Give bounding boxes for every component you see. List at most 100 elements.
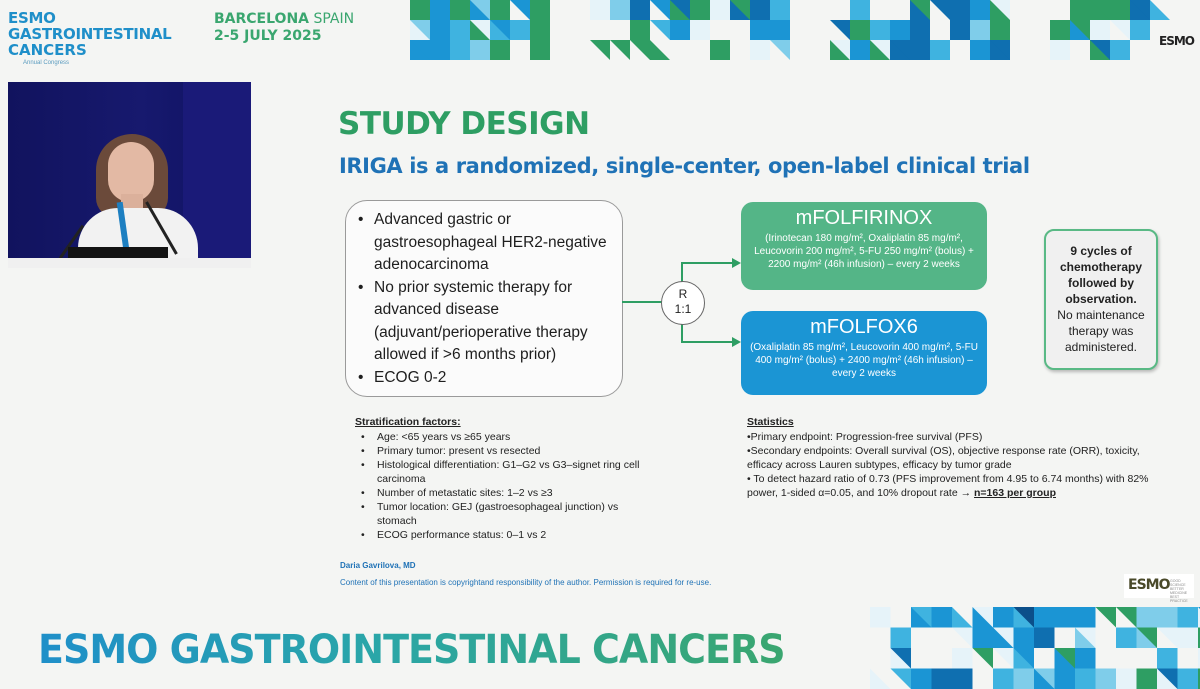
mosaic-tile — [450, 0, 470, 20]
footer-title-text: ESMO GASTROINTESTINAL CANCERS — [38, 626, 786, 673]
mosaic-tile — [730, 40, 750, 60]
mosaic-tile — [1054, 607, 1075, 628]
slide-title: STUDY DESIGN — [338, 106, 590, 142]
mosaic-triangle — [1034, 668, 1055, 689]
mosaic-tile — [1050, 0, 1070, 20]
mosaic-triangle — [650, 40, 670, 60]
mosaic-tile — [890, 627, 911, 648]
mosaic-triangle — [1013, 607, 1034, 628]
mosaic-tile — [750, 40, 770, 60]
mosaic-tile — [1075, 607, 1096, 628]
mosaic-triangle — [610, 40, 630, 60]
mosaic-triangle — [993, 648, 1014, 669]
statistics-heading: Statistics — [747, 416, 794, 428]
mosaic-triangle — [650, 0, 670, 20]
mosaic-tile — [850, 0, 870, 20]
stratification-item: Number of metastatic sites: 1–2 vs ≥3 — [361, 486, 655, 500]
mosaic-tile — [450, 40, 470, 60]
mosaic-triangle — [630, 40, 650, 60]
esmo-logo-text: ESMO — [1128, 577, 1170, 593]
arm2-regimen: (Oxaliplatin 85 mg/m², Leucovorin 400 mg… — [750, 342, 978, 379]
criteria-item: ECOG 0-2 — [358, 367, 622, 390]
mosaic-tile — [972, 627, 993, 648]
sample-size: n=163 per group — [974, 487, 1056, 499]
mosaic-triangle — [972, 648, 993, 669]
mosaic-triangle — [1070, 20, 1090, 40]
mosaic-tile — [430, 20, 450, 40]
mosaic-tile — [1177, 607, 1198, 628]
arm1-regimen: (Irinotecan 180 mg/m², Oxaliplatin 85 mg… — [754, 233, 974, 270]
mosaic-tile — [1090, 20, 1110, 40]
mosaic-tile — [1034, 607, 1055, 628]
mosaic-tile — [1054, 627, 1075, 648]
mosaic-tile — [1116, 668, 1137, 689]
mosaic-tile — [1110, 40, 1130, 60]
mosaic-tile — [1198, 627, 1200, 648]
mosaic-tile — [1013, 627, 1034, 648]
esmo-tagline: GOOD SCIENCE BETTER MEDICINE BEST PRACTI… — [1170, 579, 1188, 603]
mosaic-triangle — [690, 20, 710, 40]
arm2-name: mFOLFOX6 — [810, 316, 918, 338]
mosaic-tile — [931, 668, 952, 689]
mosaic-tile — [890, 607, 911, 628]
mosaic-triangle — [1150, 0, 1170, 20]
mosaic-triangle — [470, 20, 490, 40]
mosaic-tile — [1177, 627, 1198, 648]
mosaic-tile — [430, 0, 450, 20]
mosaic-tile — [530, 20, 550, 40]
mosaic-tile — [750, 20, 770, 40]
mosaic-tile — [510, 40, 530, 60]
mosaic-tile — [830, 0, 850, 20]
mosaic-triangle — [650, 20, 670, 40]
mosaic-tile — [850, 40, 870, 60]
cycles-text: 9 cycles of chemotherapy followed by obs… — [1059, 244, 1143, 306]
mosaic-tile — [1075, 668, 1096, 689]
author-name: Daria Gavrilova, MD — [340, 561, 416, 570]
mosaic-tile — [931, 607, 952, 628]
city: BARCELONA — [214, 11, 309, 27]
mosaic-tile — [770, 20, 790, 40]
mosaic-tile — [970, 40, 990, 60]
mosaic-tile — [590, 20, 610, 40]
mosaic-triangle — [952, 607, 973, 628]
congress-subtitle: Annual Congress — [23, 60, 70, 66]
country: SPAIN — [309, 11, 355, 27]
mosaic-triangle — [910, 0, 930, 20]
stratification-item: ECOG performance status: 0–1 vs 2 — [361, 528, 655, 542]
arm-mfolfirinox: mFOLFIRINOX (Irinotecan 180 mg/m², Oxali… — [741, 202, 987, 290]
mosaic-triangle — [930, 0, 950, 20]
mosaic-tile — [1157, 607, 1178, 628]
congress-logo: ESMO GASTROINTESTINAL CANCERS Annual Con… — [8, 10, 198, 66]
mosaic-triangle — [890, 648, 911, 669]
mosaic-tile — [730, 20, 750, 40]
mosaic-tile — [1034, 627, 1055, 648]
mosaic-triangle — [870, 40, 890, 60]
mosaic-tile — [870, 20, 890, 40]
mosaic-tile — [870, 0, 890, 20]
mosaic-tile — [670, 40, 690, 60]
mosaic-tile — [1050, 20, 1070, 40]
mosaic-triangle — [890, 668, 911, 689]
arm-mfolfox6: mFOLFOX6 (Oxaliplatin 85 mg/m², Leucovor… — [741, 311, 987, 395]
mosaic-triangle — [1136, 607, 1157, 628]
mosaic-tile — [670, 20, 690, 40]
mosaic-triangle — [410, 40, 430, 60]
mosaic-tile — [490, 0, 510, 20]
randomization-label: R — [678, 287, 688, 301]
congress-name-line1: ESMO GASTROINTESTINAL — [8, 9, 172, 43]
mosaic-triangle — [1130, 0, 1150, 20]
footer-congress-title: ESMO GASTROINTESTINAL CANCERS — [38, 626, 786, 673]
stratification-item: Histological differentiation: G1–G2 vs G… — [361, 458, 655, 486]
mosaic-triangle — [1110, 20, 1130, 40]
mosaic-tile — [1095, 648, 1116, 669]
mosaic-tile — [1198, 607, 1200, 628]
eligibility-criteria-box: Advanced gastric or gastroesophageal HER… — [345, 200, 623, 397]
maintenance-note: No maintenance therapy was administered. — [1057, 308, 1145, 354]
bottom-mosaic-decoration — [870, 607, 1200, 689]
mosaic-triangle — [1090, 0, 1110, 20]
mosaic-tile — [470, 40, 490, 60]
mosaic-triangle — [993, 627, 1014, 648]
mosaic-tile — [850, 20, 870, 40]
mosaic-tile — [1130, 40, 1150, 60]
mosaic-tile — [450, 20, 470, 40]
